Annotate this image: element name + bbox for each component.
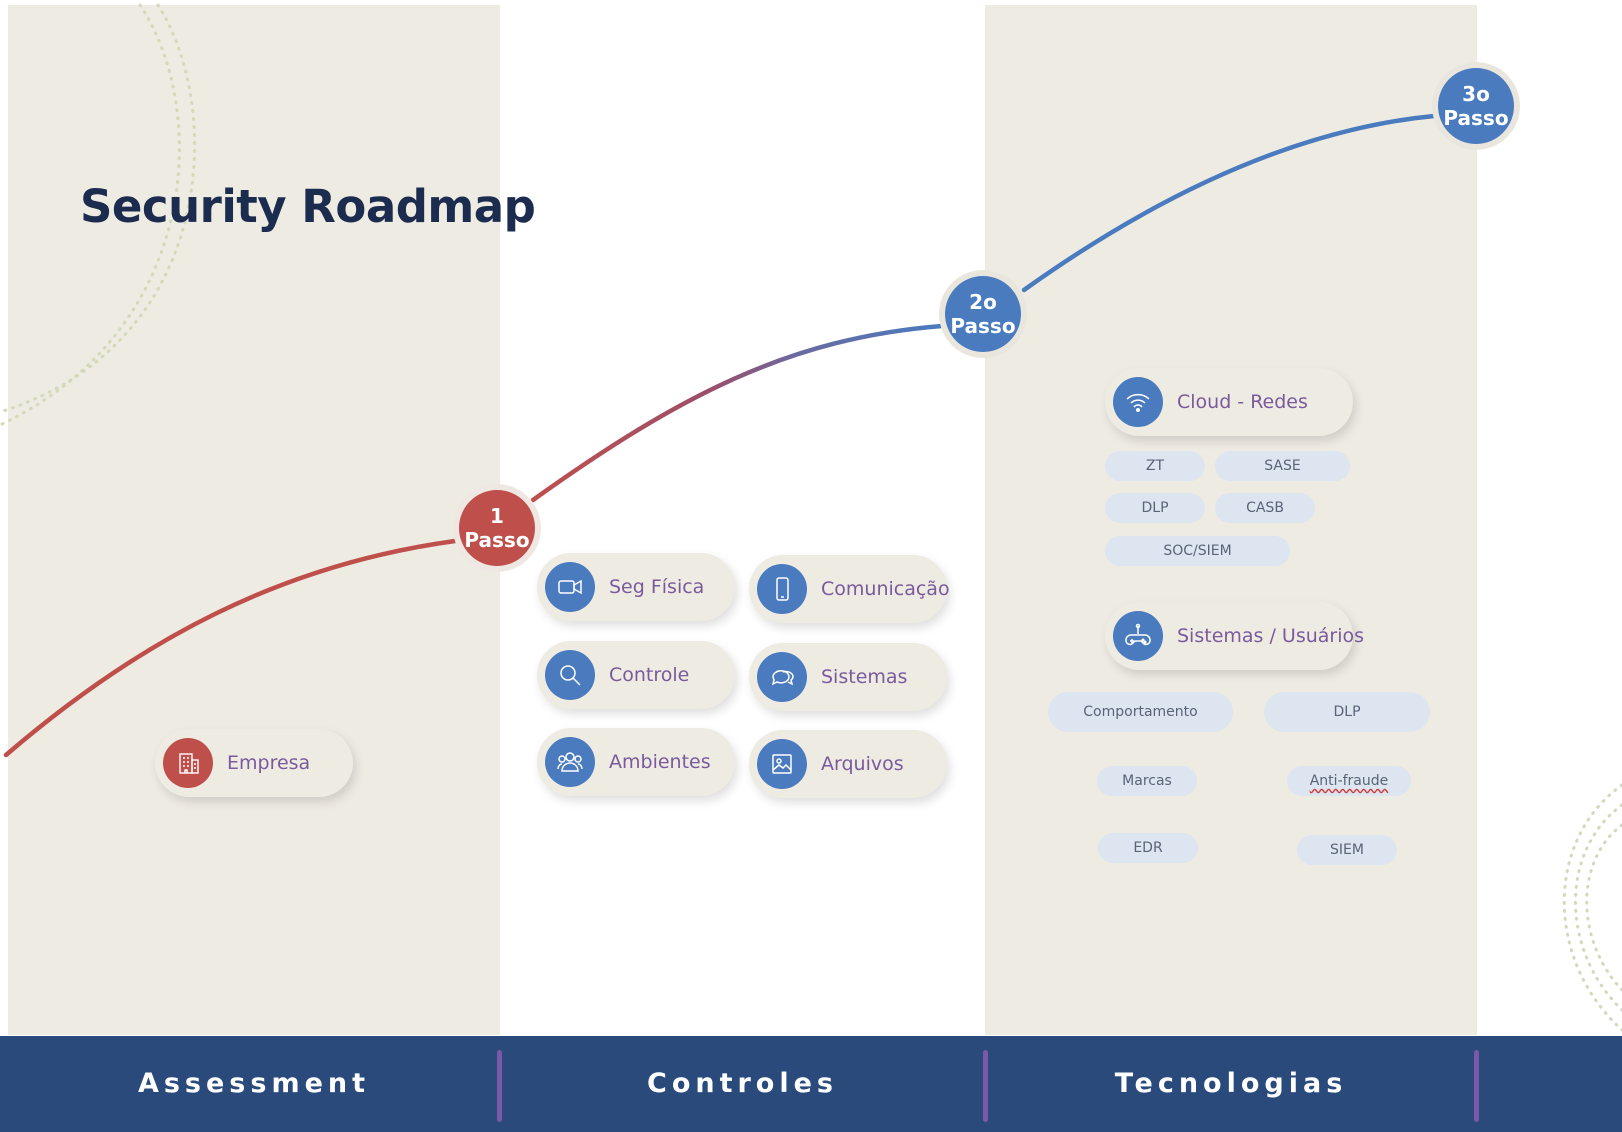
comunicacao-label: Comunicação <box>821 578 950 600</box>
tag-anti-fraude: Anti-fraude <box>1287 766 1411 796</box>
step-1-number: 1 <box>490 504 504 528</box>
tag-sase: SASE <box>1215 451 1350 481</box>
comunicacao-pill: Comunicação <box>749 555 950 623</box>
footer-separator-3 <box>1474 1050 1479 1122</box>
step-2-marker: 2o Passo <box>945 276 1021 352</box>
cloud-redes-label: Cloud - Redes <box>1177 391 1308 413</box>
tag-soc-siem: SOC/SIEM <box>1105 536 1290 566</box>
controle-label: Controle <box>609 664 690 686</box>
chat-bubbles-icon <box>757 652 807 702</box>
footer-separator-1 <box>497 1050 502 1122</box>
step-1-marker: 1 Passo <box>459 490 535 566</box>
magnifier-icon <box>545 650 595 700</box>
assessment-column-bg <box>8 5 500 1035</box>
tag-siem: SIEM <box>1297 835 1397 865</box>
step-3-label: Passo <box>1443 106 1509 130</box>
step-1-label: Passo <box>464 528 530 552</box>
tag-casb: CASB <box>1215 493 1315 523</box>
sistemas-label: Sistemas <box>821 666 908 688</box>
tag-marcas: Marcas <box>1097 766 1197 796</box>
anti-fraude-label: Anti-fraude <box>1309 773 1389 789</box>
step-3-marker: 3o Passo <box>1438 68 1514 144</box>
step-2-number: 2o <box>969 290 997 314</box>
sistemas-usuarios-pill: Sistemas / Usuários <box>1105 602 1364 670</box>
seg-fisica-label: Seg Física <box>609 576 705 598</box>
users-icon <box>545 737 595 787</box>
wifi-icon <box>1113 377 1163 427</box>
tag-dlp: DLP <box>1105 493 1205 523</box>
footer-separator-2 <box>983 1050 988 1122</box>
step-2-label: Passo <box>950 314 1016 338</box>
footer-tecnologias: Tecnologias <box>1114 1068 1348 1099</box>
empresa-label: Empresa <box>227 752 311 774</box>
curve-segment-1 <box>3 538 458 758</box>
curve-segment-2 <box>530 323 945 503</box>
video-camera-icon <box>545 562 595 612</box>
tag-zt: ZT <box>1105 451 1205 481</box>
footer-assessment: Assessment <box>137 1068 371 1099</box>
ambientes-pill: Ambientes <box>537 728 735 796</box>
sistemas-pill: Sistemas <box>749 643 947 711</box>
arquivos-label: Arquivos <box>821 753 904 775</box>
footer-bar <box>0 1036 1622 1132</box>
step-3-number: 3o <box>1462 82 1490 106</box>
tag-edr: EDR <box>1098 833 1198 863</box>
seg-fisica-pill: Seg Física <box>537 553 735 621</box>
ambientes-label: Ambientes <box>609 751 711 773</box>
controle-pill: Controle <box>537 641 735 709</box>
gamepad-icon <box>1113 611 1163 661</box>
tag-comportamento: Comportamento <box>1048 692 1233 732</box>
empresa-pill: Empresa <box>155 729 353 797</box>
footer-controles: Controles <box>647 1068 838 1099</box>
image-icon <box>757 739 807 789</box>
page-title: Security Roadmap <box>80 180 536 233</box>
arquivos-pill: Arquivos <box>749 730 947 798</box>
smartphone-icon <box>757 564 807 614</box>
building-icon <box>163 738 213 788</box>
curve-segment-3 <box>1021 113 1437 293</box>
tag-dlp-2: DLP <box>1264 692 1430 732</box>
cloud-redes-pill: Cloud - Redes <box>1105 368 1353 436</box>
sistemas-usuarios-label: Sistemas / Usuários <box>1177 625 1365 647</box>
